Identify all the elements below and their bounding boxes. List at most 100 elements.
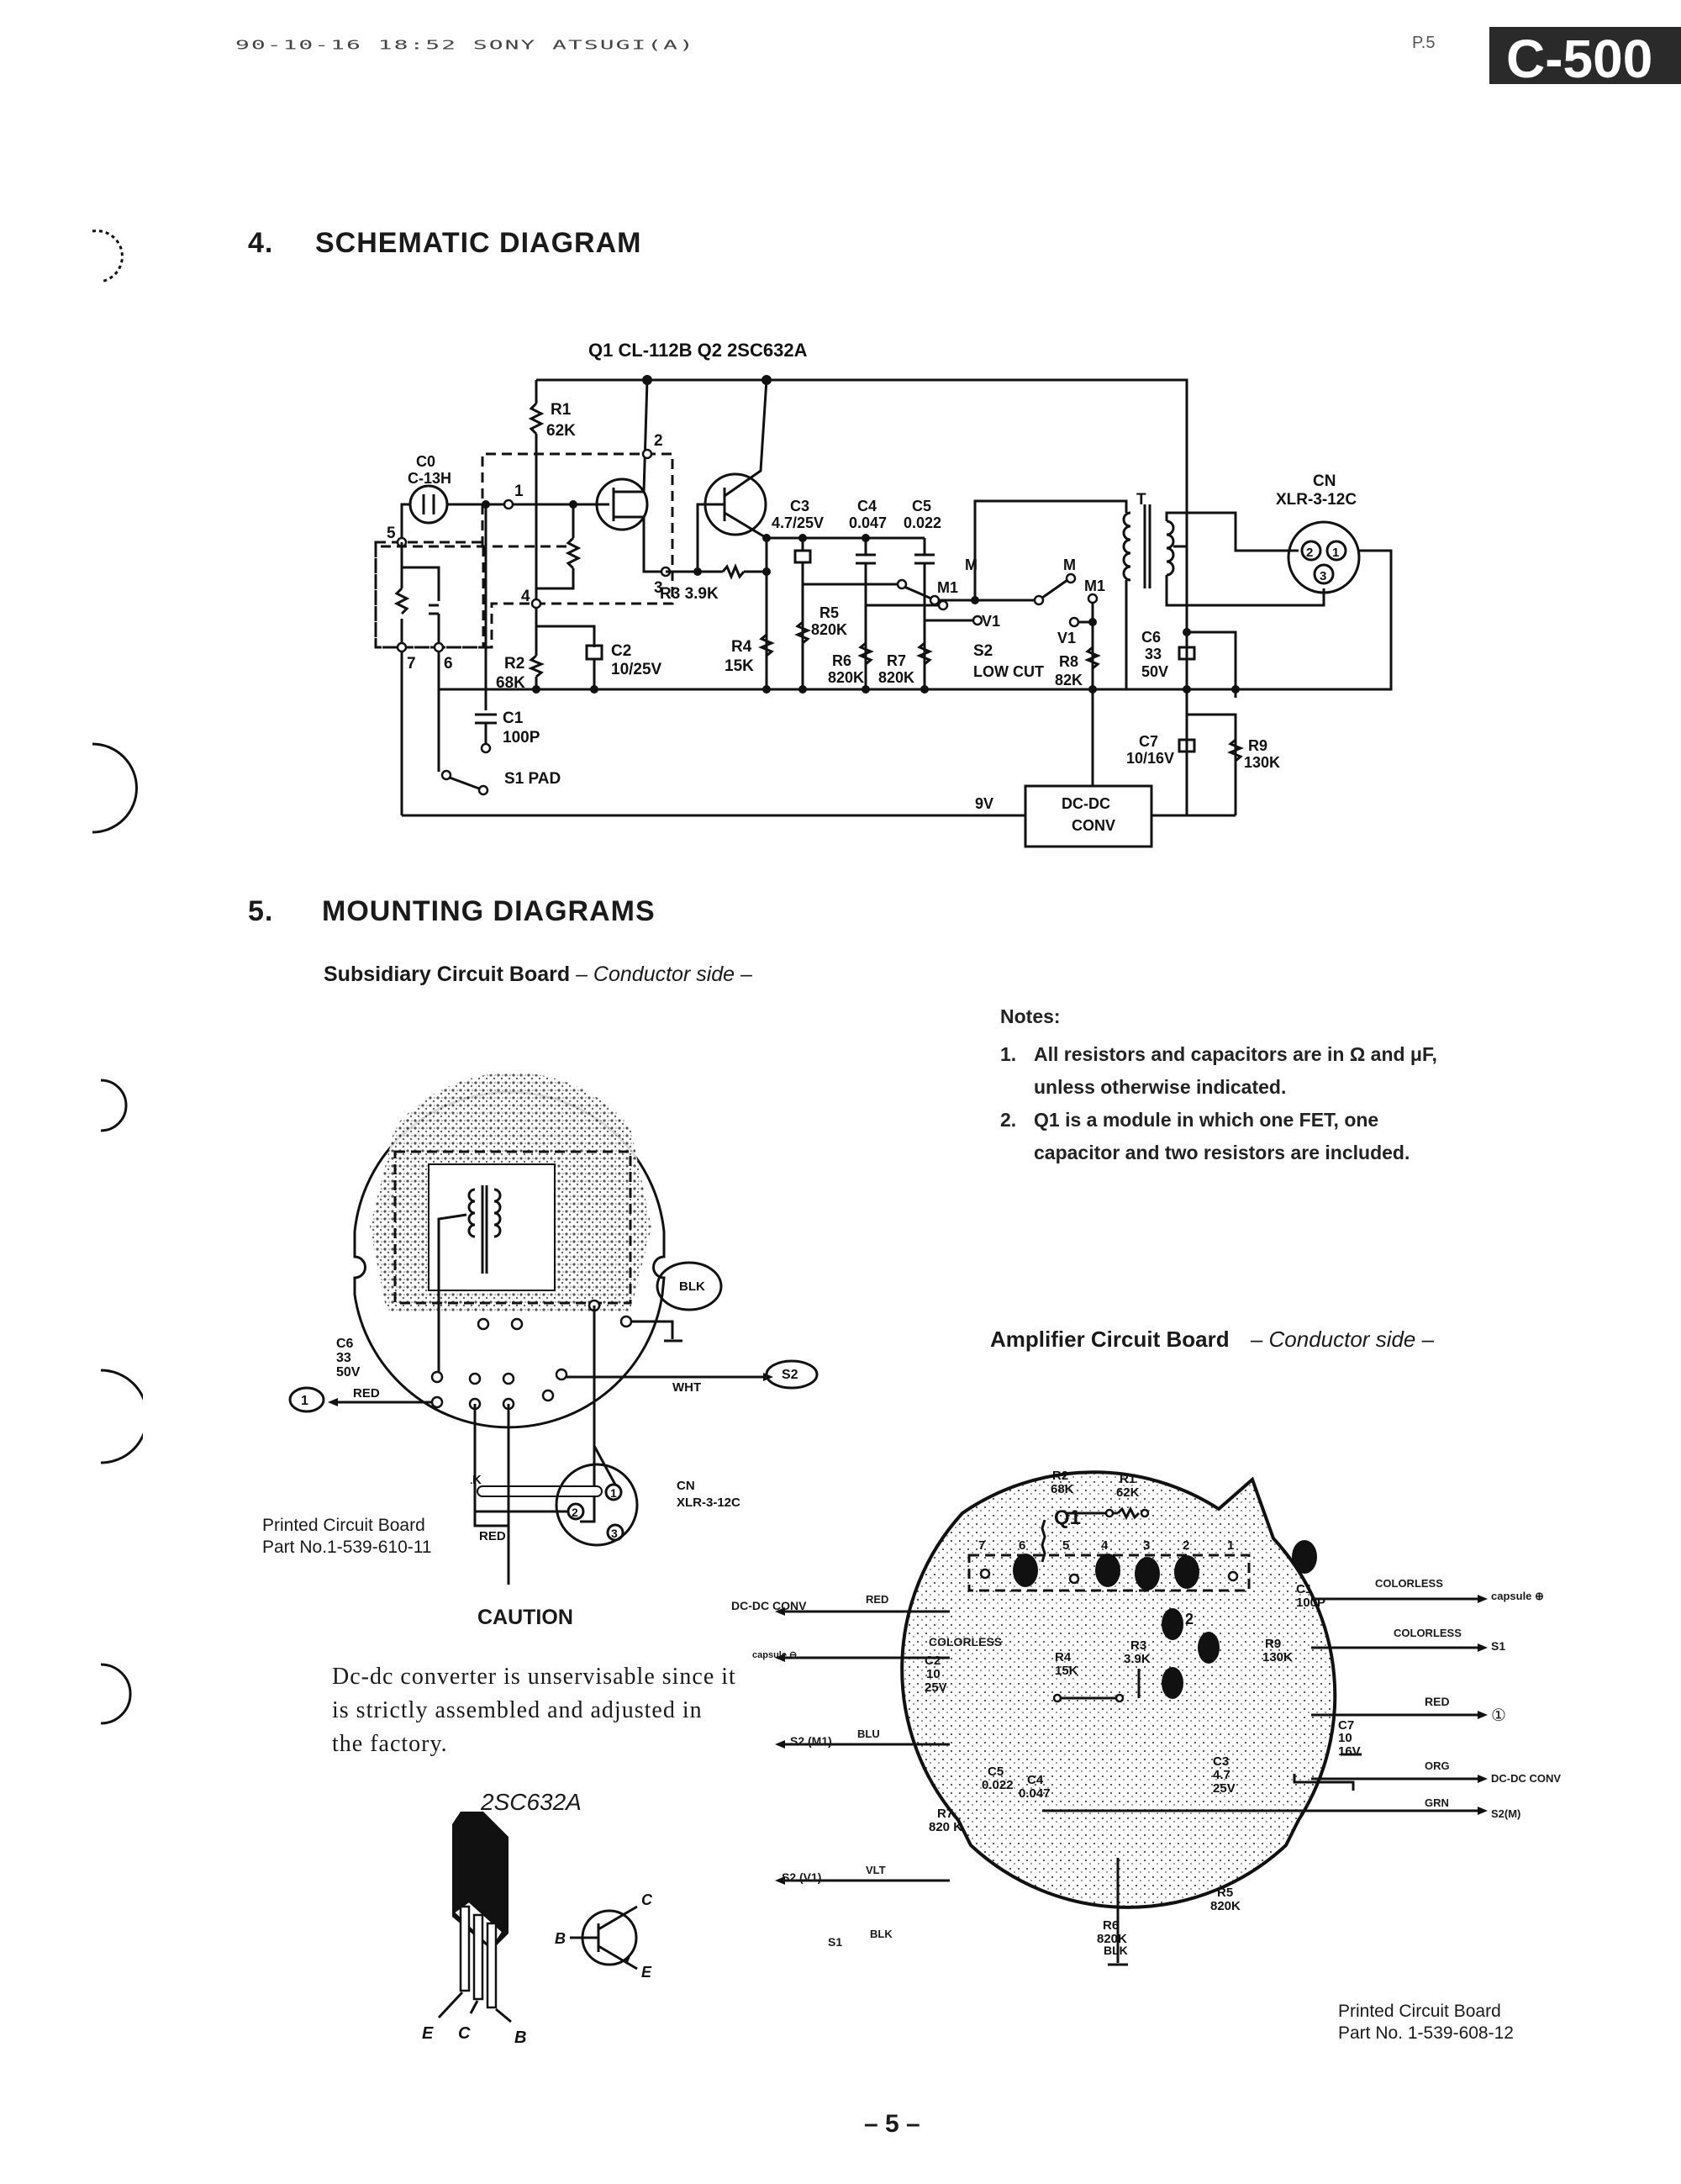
c2-value: 10/25V [611, 661, 662, 678]
q1-pin-2: 2 [654, 432, 663, 450]
s2-name: LOW CUT [973, 663, 1044, 680]
left-wire-color: RED [866, 1593, 889, 1606]
c5-value: 0.022 [904, 514, 941, 531]
s2-label: S2 [973, 642, 993, 660]
amp-c3-value: 4.7 [1213, 1768, 1230, 1782]
amp-r1-value: 62K [1116, 1485, 1140, 1500]
amplifier-board-subtitle: – Conductor side – [1250, 1327, 1435, 1352]
amplifier-pcb-part-info: Printed Circuit Board Part No. 1-539-608… [1338, 2001, 1514, 2044]
sub-pin-1-label: 1 [301, 1394, 308, 1408]
s1-label: S1 PAD [504, 770, 561, 788]
amp-pin-4: 4 [1101, 1538, 1109, 1553]
amp-r6-label: R6 [1103, 1918, 1119, 1933]
right-wire-color: RED [1425, 1695, 1450, 1708]
transistor-name: 2SC632A [481, 1789, 582, 1815]
amp-pin-6: 6 [1019, 1538, 1025, 1553]
r2-value: 68K [496, 674, 525, 692]
r4-label: R4 [731, 638, 752, 656]
sub-red-label: RED [353, 1386, 380, 1401]
symbol-pin-e: E [641, 1964, 652, 1981]
q1-pins: 7 6 5 4 3 2 1 [978, 1538, 1234, 1553]
amp-r7-label: R7 [937, 1807, 953, 1821]
r7-label: R7 [887, 652, 906, 669]
amp-r2-label: R2 [1052, 1469, 1068, 1483]
s2-v1-label-2: V1 [1057, 630, 1076, 646]
amp-r4-value: 15K [1055, 1664, 1078, 1678]
amp-c4-label: C4 [1027, 1773, 1044, 1787]
subsidiary-board-subtitle: – Conductor side – [576, 963, 752, 986]
c3-label: C3 [790, 498, 809, 514]
amp-c1-label: C1 [1296, 1582, 1312, 1596]
amplifier-pcb-line-2: Part No. 1-539-608-12 [1338, 2023, 1514, 2043]
transistor-pinout-diagram: E C B B C E [422, 1812, 653, 2047]
amp-r9-label: R9 [1265, 1637, 1281, 1651]
amp-c5-label: C5 [988, 1765, 1004, 1779]
r4-value: 15K [725, 657, 754, 675]
schematic-section-number: 4. [248, 227, 274, 259]
c0-value: C-13H [408, 470, 451, 487]
notes-block: Notes: 1.All resistors and capacitors ar… [1000, 1000, 1437, 1169]
subsidiary-pcb-line-1: Printed Circuit Board [262, 1516, 425, 1535]
q1-pin-6: 6 [444, 655, 453, 673]
sub-s2-label: S2 [782, 1368, 798, 1382]
amp-c5-value: 0.022 [982, 1778, 1014, 1792]
pin-b-label: B [514, 2028, 526, 2047]
amp-c3-label: C3 [1213, 1754, 1229, 1769]
right-wire-dest: DC-DC CONV [1491, 1772, 1562, 1785]
note-line: capacitor and two resistors are included… [1034, 1142, 1410, 1163]
caution-line: the factory. [332, 1731, 448, 1757]
sub-red-label-2: RED [479, 1529, 506, 1543]
left-wire-color: COLORLESS [929, 1635, 1003, 1649]
c2-label: C2 [611, 642, 631, 660]
r8-value: 82K [1055, 672, 1083, 688]
amp-r4-label: R4 [1055, 1650, 1072, 1664]
amplifier-board-heading: Amplifier Circuit Board – Conductor side… [990, 1327, 1434, 1353]
sub-cn-label: CN [677, 1479, 695, 1493]
note-number: 2. [1000, 1109, 1017, 1131]
note-line: Q1 is a module in which one FET, one [1034, 1109, 1379, 1131]
transformer-label: T [1136, 491, 1146, 509]
model-tab: C-500 [1489, 27, 1681, 84]
dcdc-label-1: DC-DC [1062, 795, 1110, 812]
mounting-section-number: 5. [248, 895, 274, 927]
amp-c4-value: 0.047 [1019, 1786, 1051, 1801]
nine-volt-label: 9V [975, 795, 993, 812]
c4-value: 0.047 [849, 514, 887, 531]
left-wire-color: VLT [866, 1864, 886, 1876]
note-item: 2. Q1 is a module in which one FET, one c… [1000, 1104, 1437, 1169]
q1-pin-1: 1 [514, 483, 524, 500]
caution-line: is strictly assembled and adjusted in [332, 1697, 703, 1723]
s2-m1-label-2: M1 [1084, 578, 1105, 594]
amp-r3-value: 3.9K [1124, 1652, 1151, 1666]
page-number: – 5 – [864, 2110, 920, 2138]
note-line: unless otherwise indicated. [1034, 1076, 1287, 1098]
sub-wht-label: WHT [672, 1380, 701, 1395]
sub-cn-part: XLR-3-12C [677, 1496, 740, 1510]
amplifier-board-diagram: 7 6 5 4 3 2 1 Q1 2 R2 68K R1 62K R3 3.9K… [900, 1469, 1362, 1966]
mounting-section-title: MOUNTING DIAGRAMS [322, 895, 656, 927]
r9-label: R9 [1248, 737, 1267, 754]
left-wire-color: BLK [870, 1928, 893, 1940]
amp-q2-label: 2 [1185, 1611, 1194, 1627]
amp-r3-label: R3 [1130, 1638, 1146, 1653]
r8-label: R8 [1059, 653, 1078, 670]
right-wire-color: COLORLESS [1375, 1577, 1443, 1590]
left-wire-dest: S2 (V1) [782, 1870, 822, 1884]
amp-c2-voltage: 25V [925, 1680, 947, 1695]
sub-xlr-pin-1: 1 [610, 1486, 617, 1500]
amp-c2-value: 10 [926, 1667, 941, 1681]
amp-r5-value: 820K [1210, 1899, 1241, 1913]
subsidiary-pcb-part-info: Printed Circuit Board Part No.1-539-610-… [262, 1515, 432, 1559]
r7-value: 820K [878, 669, 914, 686]
right-wire-dest: ① [1491, 1707, 1506, 1725]
amp-c7-value: 10 [1338, 1731, 1352, 1745]
q1-pin-4: 4 [521, 588, 530, 605]
caution-title: CAUTION [477, 1606, 573, 1629]
right-wire-dest: capsule ⊕ [1491, 1590, 1544, 1602]
c6-label: C6 [1141, 629, 1161, 646]
r1-value: 62K [546, 422, 576, 440]
amp-right-wire-arrows [1311, 1595, 1488, 1783]
right-wire-dest: S2(M) [1491, 1807, 1521, 1820]
amp-r5-label: R5 [1217, 1886, 1233, 1900]
q1-pin-3: 3 [654, 579, 663, 597]
